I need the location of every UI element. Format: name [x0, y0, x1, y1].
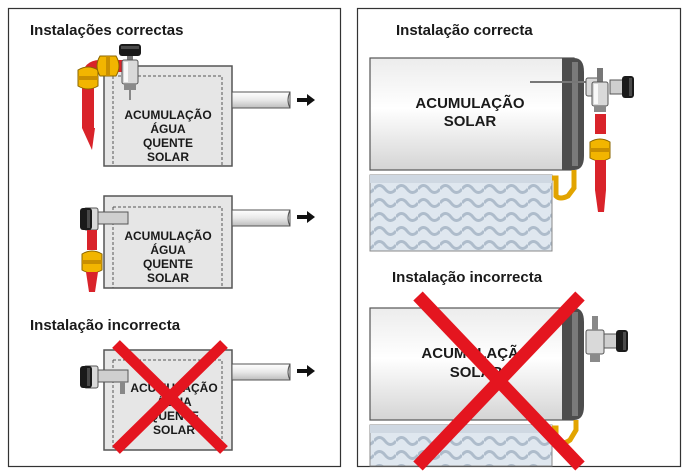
left-heading-incorrect: Instalação incorrecta	[30, 317, 181, 334]
incorrect-cross-icon	[112, 340, 228, 454]
right-heading-correct: Instalação correcta	[396, 22, 533, 39]
solar-collector-1	[369, 170, 577, 252]
valve-assembly-2	[80, 207, 129, 292]
tank-label-line: SOLAR	[444, 113, 497, 130]
left-heading-correct: Instalações correctas	[30, 22, 183, 39]
outlet-arrow-icon	[297, 365, 315, 377]
incorrect-cross-icon	[413, 291, 585, 471]
valve-assembly-4	[585, 67, 634, 212]
valve-assembly-1	[77, 44, 141, 150]
valve-assembly-5	[585, 316, 628, 362]
right-tank-1: ACUMULAÇÃO SOLAR	[369, 57, 592, 171]
tank-label-line: SOLAR	[147, 271, 189, 285]
valve-assembly-3	[80, 365, 129, 394]
outlet-arrow-icon	[297, 211, 315, 223]
tank-label-line: QUENTE	[143, 257, 193, 271]
tank-label-line: ACUMULAÇÃO	[415, 94, 524, 112]
right-heading-incorrect: Instalação incorrecta	[392, 269, 543, 286]
tank-label-line: SOLAR	[153, 423, 195, 437]
tank-label-line: ÁGUA	[150, 121, 186, 136]
outlet-arrow-icon	[297, 94, 315, 106]
tank-label-line: ACUMULAÇÃO	[124, 107, 211, 122]
tank-label-line: ÁGUA	[150, 242, 186, 257]
tank-label-line: QUENTE	[143, 136, 193, 150]
left-tank-2: ACUMULAÇÃO ÁGUA QUENTE SOLAR	[103, 195, 291, 289]
tank-label-line: SOLAR	[147, 150, 189, 164]
tank-label-line: ACUMULAÇÃO	[124, 228, 211, 243]
